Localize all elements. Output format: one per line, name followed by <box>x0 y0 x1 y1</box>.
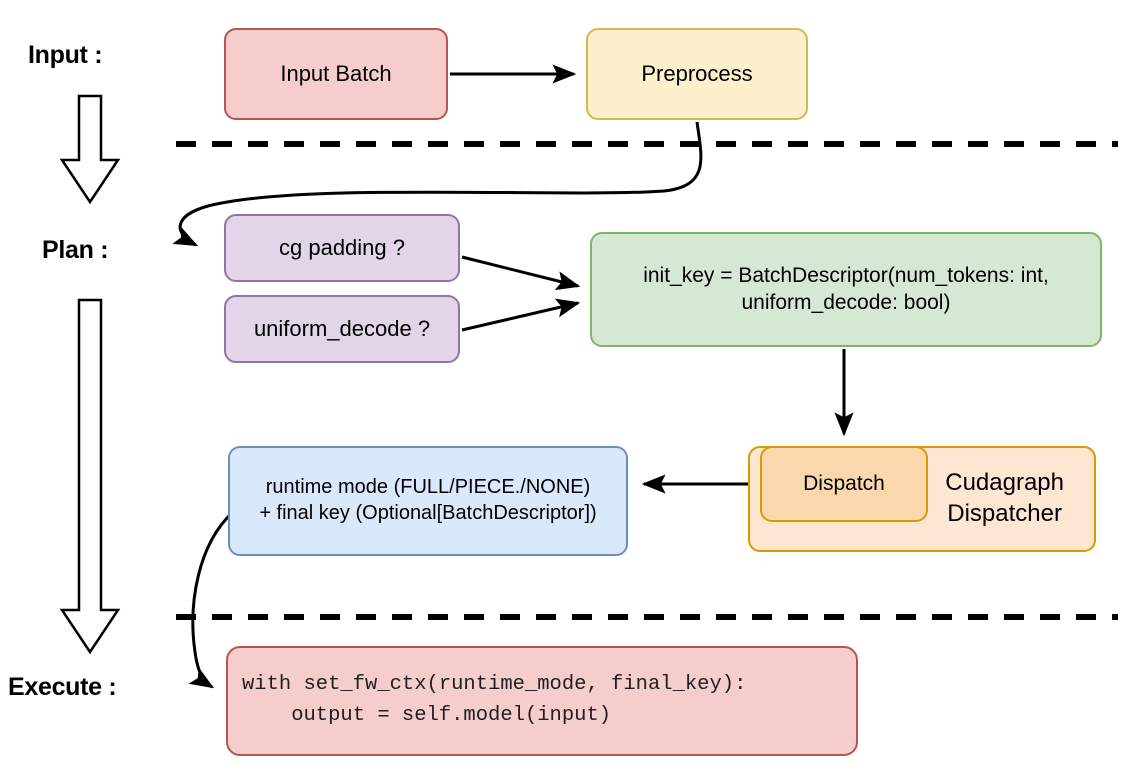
dispatch-label: Dispatch <box>803 471 885 495</box>
edge-uniform-decode-to-init-key <box>461 298 581 332</box>
stage-label-execute: Execute : <box>8 673 117 701</box>
input-batch-box[interactable]: Input Batch <box>224 28 448 120</box>
cg-padding-box[interactable]: cg padding ? <box>224 214 460 282</box>
stage-arrow-plan-to-execute <box>59 298 121 655</box>
uniform-decode-box[interactable]: uniform_decode ? <box>224 295 460 363</box>
execute-code-text: with set_fw_ctx(runtime_mode, final_key)… <box>242 673 747 727</box>
runtime-mode-label: runtime mode (FULL/PIECE./NONE) + final … <box>259 476 597 524</box>
uniform-decode-label: uniform_decode ? <box>253 315 431 341</box>
execute-code-box[interactable]: with set_fw_ctx(runtime_mode, final_key)… <box>226 646 858 756</box>
dispatch-box[interactable]: Dispatch <box>760 446 928 522</box>
init-key-batchdescriptor-label: init_key = BatchDescriptor(num_tokens: i… <box>643 263 1049 314</box>
cudagraph-dispatcher-label: Cudagraph Dispatcher <box>945 469 1064 527</box>
stage-arrow-input-to-plan <box>59 94 121 205</box>
preprocess-box[interactable]: Preprocess <box>586 28 808 120</box>
preprocess-label: Preprocess <box>641 60 753 86</box>
input-batch-label: Input Batch <box>280 60 392 86</box>
edge-cg-padding-to-init-key <box>461 255 581 291</box>
stage-label-input: Input : <box>28 41 103 69</box>
runtime-mode-box[interactable]: runtime mode (FULL/PIECE./NONE) + final … <box>228 446 628 556</box>
cg-padding-label: cg padding ? <box>279 234 405 260</box>
stage-label-plan: Plan : <box>42 236 109 264</box>
init-key-batchdescriptor-box[interactable]: init_key = BatchDescriptor(num_tokens: i… <box>590 232 1102 347</box>
